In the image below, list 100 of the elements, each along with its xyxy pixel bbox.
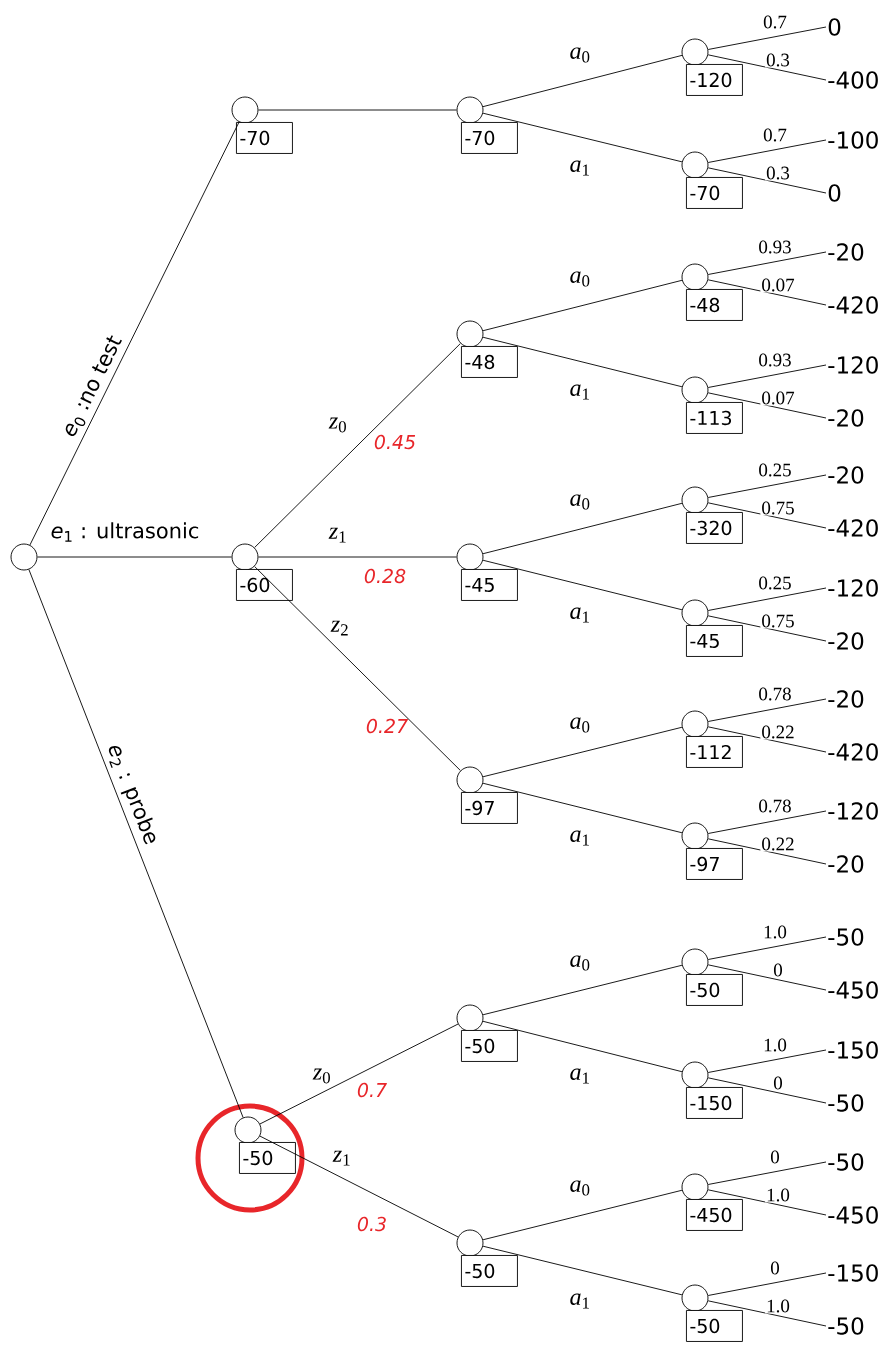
terminal-value: -20: [828, 466, 864, 484]
probability-label: 0.7: [357, 1082, 387, 1098]
probability-label: 0.7: [762, 14, 788, 30]
probability-label: 1.0: [762, 924, 788, 940]
terminal-value: -100: [828, 131, 878, 149]
branch-line: [482, 336, 683, 388]
probability-label: 0.7: [762, 127, 788, 143]
branch-label: z$_{0}$: [328, 417, 346, 433]
terminal-value: -50: [828, 1153, 864, 1171]
branch-line: [707, 698, 827, 722]
branch-line: [254, 343, 461, 548]
branch-label: a$_{1}$: [570, 830, 589, 846]
branch-line: [707, 587, 827, 611]
probability-label: 0.75: [760, 500, 796, 516]
probability-label: 1.0: [762, 1037, 788, 1053]
branch-label: z$_{1}$: [332, 1150, 350, 1166]
branch-line: [482, 726, 683, 778]
branch-line: [707, 474, 827, 498]
branch-label: z$_{2}$: [330, 620, 348, 636]
branch-line: [707, 139, 827, 163]
terminal-value: -420: [828, 519, 878, 537]
probability-label: 0: [769, 1149, 781, 1165]
branch-line: [482, 559, 683, 611]
terminal-value: -20: [828, 690, 864, 708]
branch-line: [707, 392, 827, 419]
probability-label: 0.27: [366, 718, 408, 734]
probability-label: 0.3: [357, 1216, 386, 1232]
probability-label: 0.45: [374, 434, 416, 450]
branch-label: a$_{0}$: [570, 955, 590, 971]
branch-label: a$_{0}$: [570, 47, 590, 63]
branch-line: [707, 1077, 827, 1104]
probability-label: 0: [769, 1260, 781, 1276]
terminal-value: -20: [828, 632, 864, 650]
probability-label: 0.93: [757, 352, 793, 368]
terminal-value: -150: [828, 1264, 878, 1282]
terminal-value: -20: [828, 409, 864, 427]
branch-line: [707, 838, 827, 865]
branch-line: [482, 1245, 683, 1296]
probability-label: 0.25: [757, 462, 793, 478]
branch-line: [707, 615, 827, 642]
terminal-value: -120: [828, 356, 878, 374]
branch-line: [707, 502, 827, 529]
branch-label: a$_{1}$: [570, 1068, 589, 1084]
branch-line: [482, 1020, 683, 1073]
probability-label: 0.28: [364, 568, 406, 584]
probability-label: 0.25: [757, 575, 793, 591]
terminal-value: -400: [828, 71, 878, 89]
probability-label: 0.07: [760, 277, 796, 293]
branch-line: [707, 1272, 827, 1296]
branch-line: [259, 1023, 459, 1125]
branch-label: e$_{1}$ : ultrasonic: [51, 522, 199, 542]
branch-line: [707, 26, 827, 50]
branch-line: [707, 810, 827, 834]
branch-line: [482, 54, 683, 108]
terminal-value: -20: [828, 243, 864, 261]
terminal-value: -20: [828, 855, 864, 873]
branch-line: [37, 556, 232, 558]
branch-line: [707, 964, 827, 991]
branch-line: [254, 566, 461, 771]
terminal-value: -450: [828, 1206, 878, 1224]
probability-label: 0: [772, 1075, 784, 1091]
probability-label: 1.0: [765, 1187, 791, 1203]
branch-label: a$_{0}$: [570, 271, 590, 287]
branch-label: a$_{1}$: [570, 160, 589, 176]
branch-line: [707, 54, 827, 81]
branch-label: a$_{1}$: [570, 1293, 589, 1309]
terminal-value: -150: [828, 1041, 878, 1059]
terminal-value: -120: [828, 802, 878, 820]
branch-label: e$_{2}$ : probe: [108, 745, 156, 845]
terminal-value: -50: [828, 1317, 864, 1335]
branch-label: a$_{1}$: [570, 384, 589, 400]
probability-label: 1.0: [765, 1298, 791, 1314]
branch-line: [707, 167, 827, 194]
branch-label: z$_{1}$: [328, 527, 346, 543]
branch-line: [707, 1049, 827, 1073]
terminal-value: 0: [828, 18, 841, 36]
branch-line: [482, 502, 683, 555]
branch-line: [28, 569, 244, 1118]
branch-line: [707, 279, 827, 306]
probability-label: 0.78: [757, 686, 793, 702]
branch-line: [258, 556, 457, 558]
probability-label: 0.93: [757, 239, 793, 255]
branch-label: a$_{0}$: [570, 494, 590, 510]
branch-line: [482, 782, 683, 834]
branch-line: [482, 279, 683, 332]
terminal-value: -420: [828, 743, 878, 761]
branch-label: a$_{1}$: [570, 607, 589, 623]
terminal-value: -420: [828, 296, 878, 314]
branch-line: [482, 112, 683, 163]
terminal-value: -120: [828, 579, 878, 597]
branch-line: [707, 364, 827, 388]
probability-label: 0.22: [760, 836, 796, 852]
branch-line: [707, 1161, 827, 1185]
terminal-value: -450: [828, 981, 878, 999]
probability-label: 0.75: [760, 613, 796, 629]
terminal-value: -50: [828, 1094, 864, 1112]
probability-label: 0.3: [765, 165, 791, 181]
branch-line: [482, 1189, 683, 1241]
branch-line: [707, 936, 827, 960]
branch-line: [259, 1135, 459, 1238]
